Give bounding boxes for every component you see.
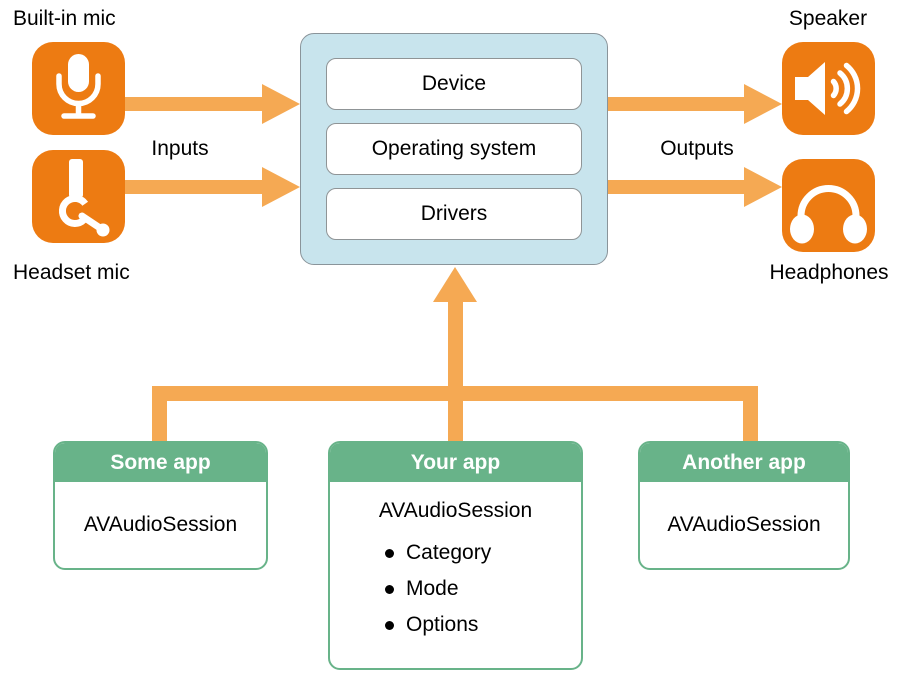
system-stack-box: Device Operating system Drivers (300, 33, 608, 265)
app-header: Another app (640, 443, 848, 482)
bullet-icon (385, 584, 394, 594)
bullet-label: Mode (406, 577, 459, 600)
speaker-label: Speaker (788, 7, 868, 30)
bullet-icon (385, 548, 394, 558)
headphones-label: Headphones (769, 261, 889, 284)
builtin-mic-label: Built-in mic (13, 7, 116, 30)
list-item: Category (385, 535, 581, 571)
system-layer-label: Operating system (371, 137, 537, 160)
arrow-system-to-headphones (608, 167, 782, 207)
speaker-icon (782, 42, 875, 135)
bullet-label: Options (406, 613, 479, 636)
system-layer-label: Drivers (420, 202, 488, 225)
bullet-label: Category (406, 541, 492, 564)
inputs-label: Inputs (151, 137, 209, 160)
app-header: Your app (330, 443, 581, 482)
system-layer-operating-system: Operating system (326, 123, 582, 175)
headset-mic-icon (32, 150, 125, 243)
app-header: Some app (55, 443, 266, 482)
avaudiosession-label: AVAudioSession (378, 499, 533, 522)
app-box-another-app: Another app AVAudioSession (638, 441, 850, 570)
apps-to-system-connector (152, 267, 758, 444)
microphone-icon (32, 42, 125, 135)
bullet-icon (385, 620, 394, 630)
list-item: Options (385, 607, 581, 643)
system-layer-device: Device (326, 58, 582, 110)
app-box-some-app: Some app AVAudioSession (53, 441, 268, 570)
session-properties-list: Category Mode Options (330, 535, 581, 643)
app-box-your-app: Your app AVAudioSession Category Mode Op… (328, 441, 583, 670)
system-layer-label: Device (421, 72, 487, 95)
headphones-icon (782, 159, 875, 252)
avaudiosession-label: AVAudioSession (83, 513, 238, 536)
system-layer-drivers: Drivers (326, 188, 582, 240)
arrow-system-to-speaker (608, 84, 782, 124)
up-arrowhead (433, 267, 477, 302)
list-item: Mode (385, 571, 581, 607)
headset-mic-label: Headset mic (13, 261, 130, 284)
arrow-builtin-mic-to-system (125, 84, 300, 124)
outputs-label: Outputs (660, 137, 734, 160)
avaudiosession-label: AVAudioSession (667, 513, 821, 536)
arrow-headset-mic-to-system (125, 167, 300, 207)
